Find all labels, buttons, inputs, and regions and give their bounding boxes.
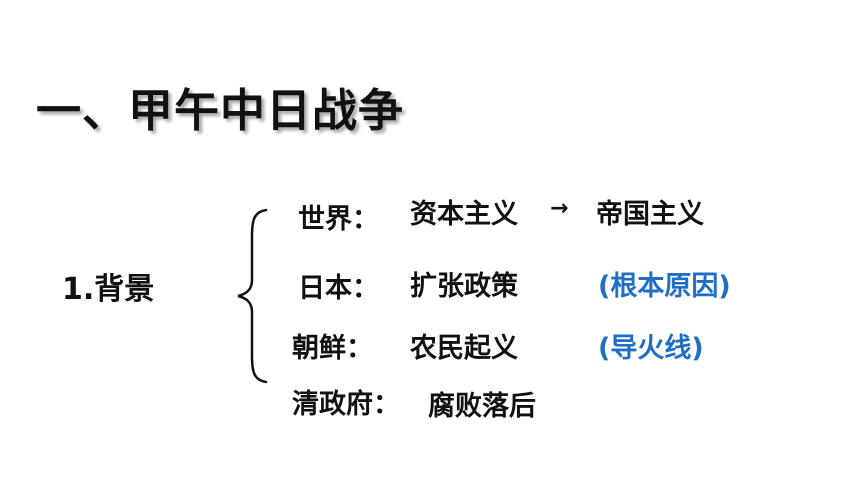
row-value: 资本主义: [410, 199, 518, 230]
row-label: 日本：: [298, 273, 379, 304]
row-value: 农民起义: [410, 333, 518, 364]
slide-title: 一、甲午中日战争: [36, 84, 405, 137]
row-label: 世界：: [298, 204, 379, 235]
row-note: (导火线): [598, 333, 704, 364]
row-label: 清政府：: [292, 389, 400, 420]
left-brace: [237, 208, 268, 384]
row-note: (根本原因): [598, 271, 731, 302]
row-value: 腐败落后: [428, 391, 536, 422]
arrow-icon: →: [550, 196, 569, 221]
section-label: 1.背景: [62, 272, 155, 307]
row-value: 扩张政策: [410, 271, 518, 302]
row-label: 朝鲜：: [292, 333, 373, 364]
row-value-2: 帝国主义: [596, 199, 704, 230]
